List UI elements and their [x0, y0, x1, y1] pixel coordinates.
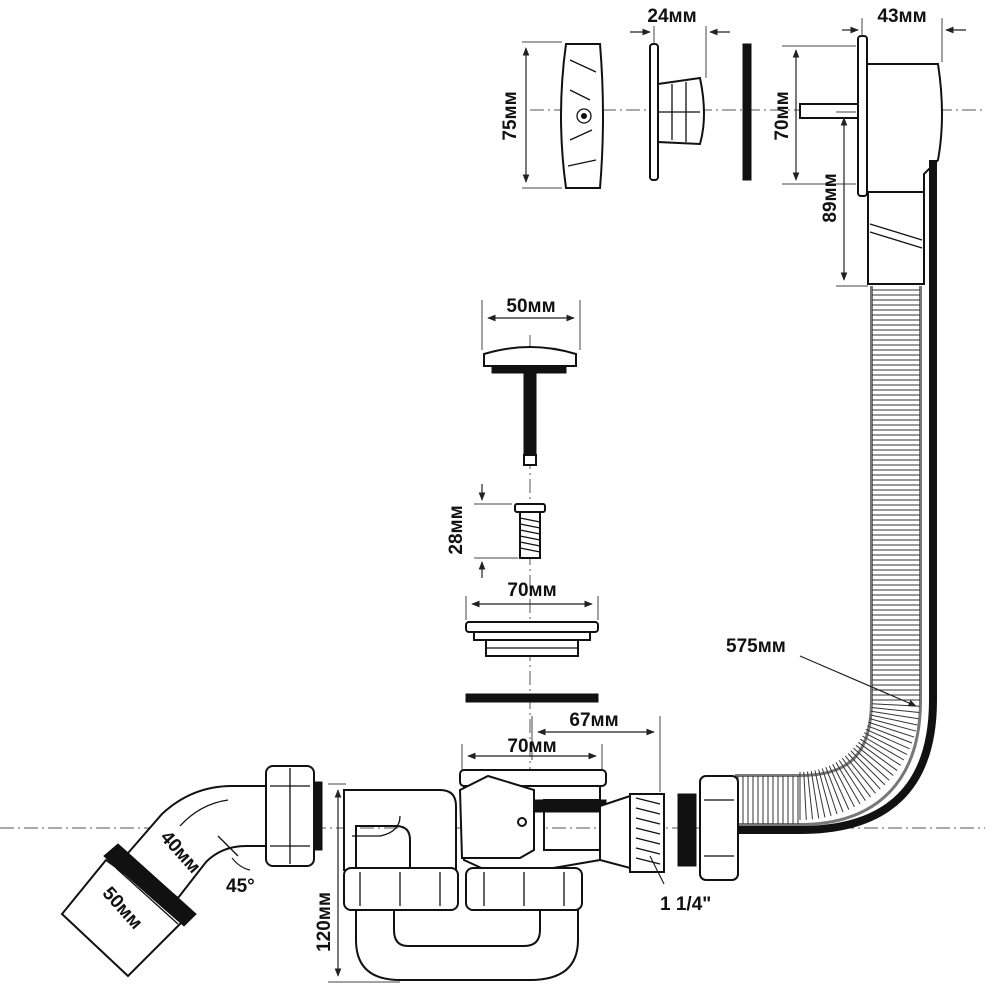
- thread-size-leader: [649, 855, 665, 885]
- overflow-depth-label: 43мм: [877, 6, 926, 27]
- thread-size-label: 1 1/4": [660, 894, 711, 915]
- elbow-angle-marker: [231, 857, 251, 871]
- siphon-trap: [343, 789, 583, 981]
- overflow-depth-dimension: [842, 18, 966, 62]
- union-nut: [265, 765, 323, 867]
- flange-depth-dimension: [630, 26, 730, 78]
- overflow-body: [799, 35, 943, 285]
- threaded-outlet: [599, 775, 739, 881]
- outlet-offset-label: 67мм: [569, 710, 618, 731]
- hose-length-leader: [799, 655, 917, 707]
- grate-diameter-label: 70мм: [507, 580, 556, 601]
- grate-diameter-dimension: [465, 596, 599, 620]
- plug-diameter-dimension: [481, 300, 581, 350]
- drain-plug: [483, 346, 577, 466]
- drain-body-diameter-label: 70мм: [507, 736, 556, 757]
- cover-height-dimension: [522, 41, 562, 189]
- overflow-gasket: [742, 43, 752, 181]
- screw-length-label: 28мм: [446, 505, 467, 554]
- overflow-offset-label: 89мм: [820, 173, 841, 222]
- screw-length-dimension: [474, 484, 518, 578]
- hose-length-label: 575мм: [726, 636, 786, 657]
- drain-grate: [465, 621, 599, 657]
- overflow-height-label: 70мм: [772, 91, 793, 140]
- drain-body-diameter-dimension: [461, 744, 603, 772]
- elbow-outlet: [60, 785, 267, 978]
- overflow-cover: [560, 43, 604, 189]
- overflow-flange: [649, 43, 705, 181]
- hose-corrugation: [737, 289, 920, 824]
- drain-screw: [514, 503, 546, 559]
- cover-height-label: 75мм: [500, 91, 521, 140]
- plug-diameter-label: 50мм: [506, 296, 555, 317]
- overflow-hose: [735, 160, 937, 834]
- overflow-offset-dimension: [836, 111, 868, 287]
- drain-body: [458, 769, 607, 873]
- elbow-angle-label: 45°: [226, 876, 255, 897]
- trap-height-label: 120мм: [314, 892, 335, 952]
- drain-gasket: [465, 693, 599, 703]
- flange-depth-label: 24мм: [647, 6, 696, 27]
- trap-height-dimension: [328, 783, 400, 983]
